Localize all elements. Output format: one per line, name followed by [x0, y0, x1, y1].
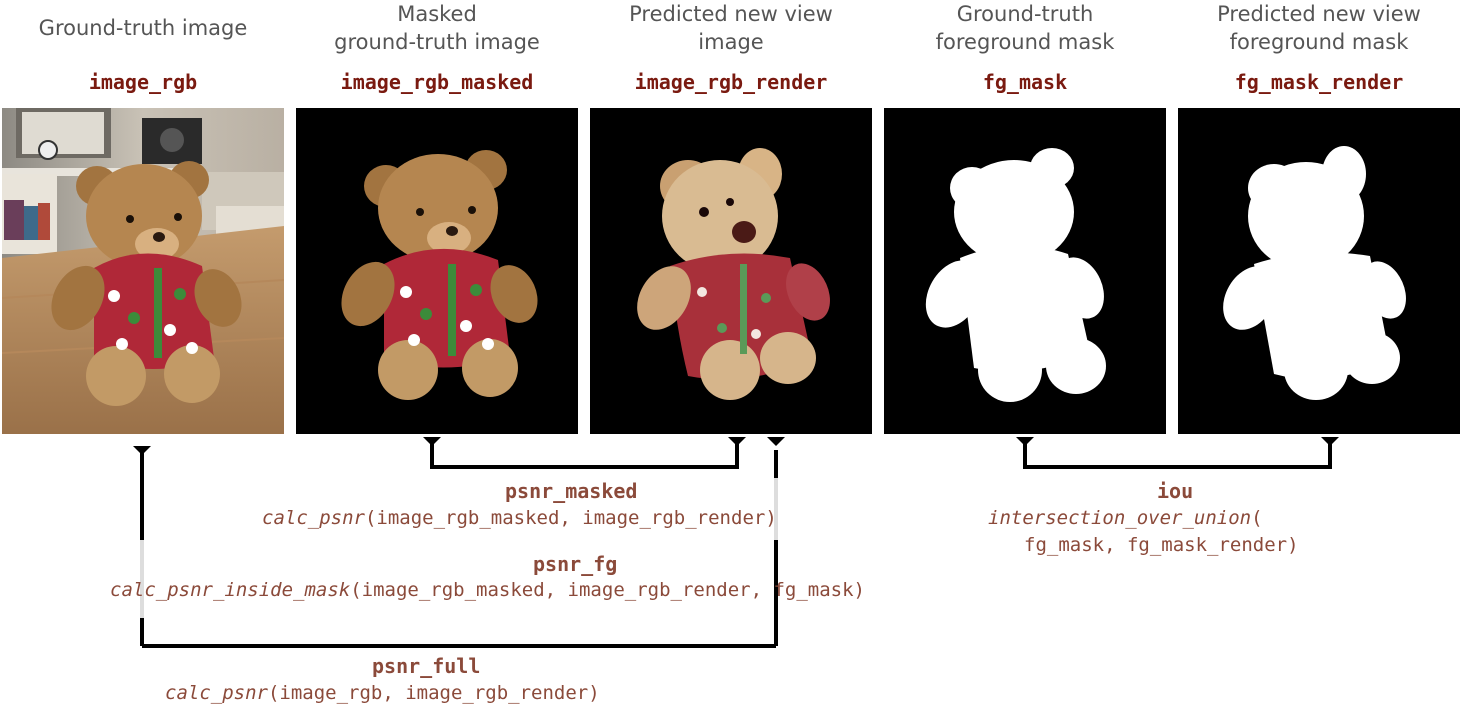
- col-key-image-rgb-render: image_rgb_render: [634, 70, 828, 94]
- col-title-image-rgb: Ground-truth image: [0, 14, 288, 42]
- teddy-photo-image: [2, 108, 284, 434]
- col-title-image-rgb-render: Predicted new view image: [586, 0, 876, 56]
- psnr-fg-fn: calc_psnr_inside_mask: [110, 579, 351, 601]
- panel-image-rgb: [2, 108, 284, 434]
- col-title-fg-mask: Ground-truth foreground mask: [880, 0, 1170, 56]
- psnr-masked-arrowhead-right: [728, 437, 746, 446]
- col-title-line1: Masked: [397, 2, 477, 26]
- iou-name: iou: [1157, 479, 1194, 503]
- col-key-image-rgb-masked: image_rgb_masked: [340, 70, 534, 94]
- fg-mask-render-silhouette: [1178, 108, 1460, 434]
- psnr-fg-args: (image_rgb_masked, image_rgb_render, fg_…: [350, 579, 865, 601]
- psnr-fg-name: psnr_fg: [533, 552, 618, 576]
- psnr-masked-fn: calc_psnr: [262, 507, 365, 529]
- iou-formula-line1: intersection_over_union(: [988, 505, 1263, 531]
- psnr-full-arrowhead-left: [133, 446, 151, 455]
- fg-mask-silhouette: [884, 108, 1166, 434]
- psnr-masked-args: (image_rgb_masked, image_rgb_render): [364, 507, 777, 529]
- psnr-fg-formula: calc_psnr_inside_mask(image_rgb_masked, …: [110, 577, 865, 603]
- psnr-full-arrowhead-right: [767, 437, 785, 446]
- col-title-fg-mask-render: Predicted new view foreground mask: [1174, 0, 1462, 56]
- psnr-masked-arrowhead-left: [423, 437, 441, 446]
- psnr-full-bracket: [140, 450, 778, 648]
- psnr-full-fn: calc_psnr: [165, 682, 268, 704]
- iou-formula-line2: fg_mask, fg_mask_render): [1024, 534, 1299, 556]
- masked-teddy-image: [296, 108, 578, 434]
- psnr-full-formula: calc_psnr(image_rgb, image_rgb_render): [165, 680, 600, 706]
- col-title-line2: image: [698, 30, 764, 54]
- col-title-line2: ground-truth image: [334, 30, 540, 54]
- iou-bracket: [1023, 440, 1332, 469]
- iou-args-open: (: [1251, 507, 1263, 529]
- iou-arrowhead-right: [1321, 437, 1339, 446]
- col-title-line1: Predicted new view: [629, 2, 833, 26]
- col-title-line1: Ground-truth: [956, 2, 1094, 26]
- col-key-image-rgb: image_rgb: [88, 70, 198, 94]
- panel-image-rgb-masked: [296, 108, 578, 434]
- iou-fn: intersection_over_union: [988, 507, 1252, 529]
- psnr-full-args: (image_rgb, image_rgb_render): [267, 682, 600, 704]
- col-title-line1: Predicted new view: [1217, 2, 1421, 26]
- col-key-fg-mask-render: fg_mask_render: [1234, 70, 1404, 94]
- iou-arrowhead-left: [1016, 437, 1034, 446]
- col-title-line2: foreground mask: [1229, 30, 1409, 54]
- col-title-line1: Ground-truth image: [38, 16, 248, 40]
- panel-fg-mask-render: [1178, 108, 1460, 434]
- col-title-image-rgb-masked: Masked ground-truth image: [292, 0, 582, 56]
- panel-fg-mask: [884, 108, 1166, 434]
- col-title-line2: foreground mask: [935, 30, 1115, 54]
- psnr-masked-name: psnr_masked: [505, 479, 638, 503]
- rendered-teddy-image: [590, 108, 872, 434]
- panel-image-rgb-render: [590, 108, 872, 434]
- psnr-masked-bracket: [430, 440, 739, 469]
- psnr-masked-formula: calc_psnr(image_rgb_masked, image_rgb_re…: [262, 505, 777, 531]
- col-key-fg-mask: fg_mask: [982, 70, 1068, 94]
- psnr-full-name: psnr_full: [372, 654, 481, 678]
